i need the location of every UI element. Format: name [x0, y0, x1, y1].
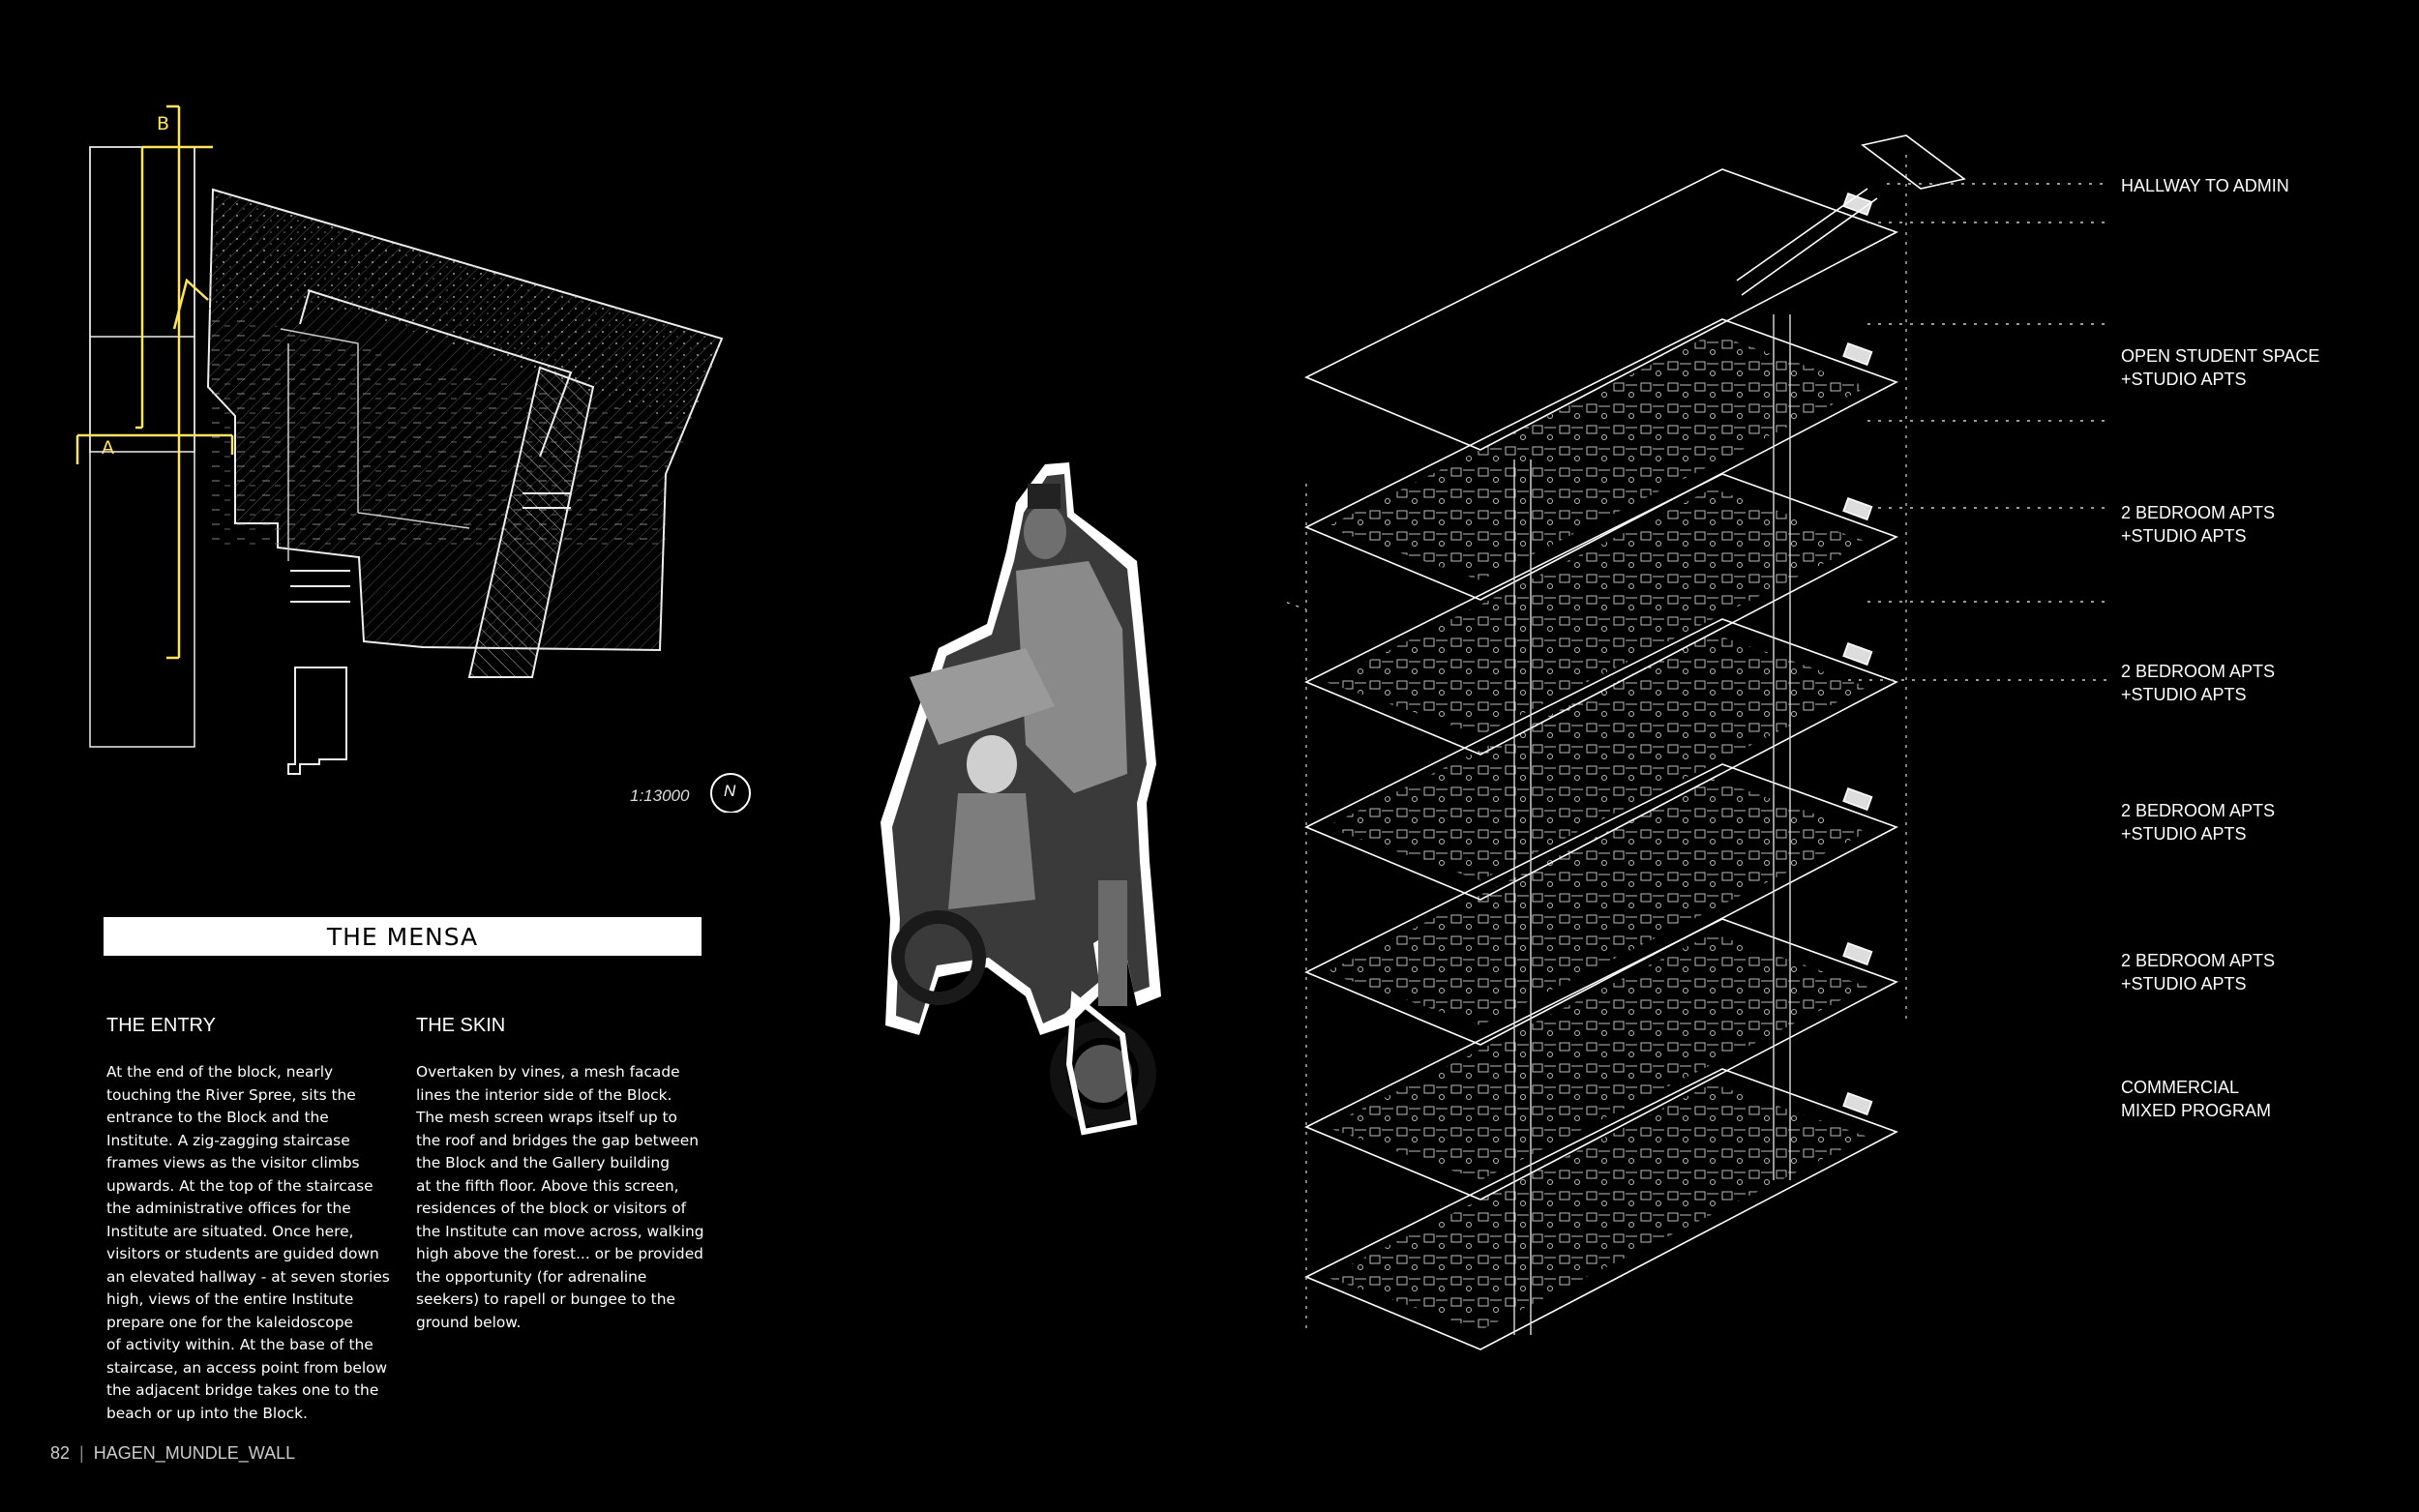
- floor-plan-rooms: [1326, 934, 1867, 1180]
- floor-plan-rooms: [1326, 779, 1867, 1025]
- stair-core-mark: [1842, 1091, 1873, 1116]
- skin-title: THE SKIN: [416, 1015, 506, 1036]
- entry-title: THE ENTRY: [106, 1015, 216, 1036]
- page-footer: 82|HAGEN_MUNDLE_WALL: [50, 1443, 296, 1463]
- stair-core-mark: [1842, 641, 1873, 667]
- section-title: THE MENSA: [104, 917, 702, 956]
- section-label-b: B: [157, 113, 170, 134]
- floor-slab: [1304, 763, 1898, 1046]
- floor-slab: [1304, 1068, 1898, 1350]
- page-number: 82: [50, 1443, 71, 1463]
- floor-plan-rooms: [1326, 489, 1867, 735]
- north-letter: N: [724, 782, 736, 800]
- project-name: HAGEN_MUNDLE_WALL: [93, 1443, 296, 1463]
- floor-label-level-5: 2 BEDROOM APTS +STUDIO APTS: [2121, 503, 2276, 546]
- floor-slab: [1304, 473, 1898, 756]
- stair-core-mark: [1842, 496, 1873, 521]
- building-footprint: [287, 667, 347, 775]
- stair-core-mark: [1842, 786, 1873, 812]
- floor-label-commercial: COMMERCIAL MIXED PROGRAM: [2121, 1078, 2272, 1120]
- floor-label-level-3: 2 BEDROOM APTS +STUDIO APTS: [2121, 801, 2276, 844]
- floor-slab: [1304, 168, 1898, 451]
- floor-label-level-4: 2 BEDROOM APTS +STUDIO APTS: [2121, 662, 2276, 704]
- floor-plan-rooms: [1326, 634, 1867, 880]
- stair-core-mark: [1842, 192, 1873, 217]
- plan-scale: 1:13000: [630, 786, 690, 805]
- floor-slab: [1304, 618, 1898, 901]
- person-with-stroller-image: [881, 462, 1161, 1136]
- zigzag-staircase: [467, 366, 595, 678]
- section-label-a: A: [102, 437, 114, 459]
- floor-slab: [1304, 918, 1898, 1201]
- skin-body: Overtaken by vines, a mesh facade lines …: [416, 1063, 704, 1331]
- north-symbol: [710, 773, 751, 813]
- entry-body: At the end of the block, nearly touching…: [106, 1063, 390, 1422]
- floor-slab: [1304, 318, 1898, 601]
- floor-plan-rooms: [1326, 1083, 1867, 1330]
- site-plan: [75, 104, 751, 813]
- floor-label-hallway: HALLWAY TO ADMIN: [2121, 176, 2289, 195]
- floor-label-open-student: OPEN STUDENT SPACE +STUDIO APTS: [2121, 346, 2320, 389]
- stair-core-mark: [1842, 941, 1873, 966]
- floor-plan-rooms: [1326, 334, 1867, 580]
- floor-label-level-2: 2 BEDROOM APTS +STUDIO APTS: [2121, 951, 2276, 993]
- stair-core-mark: [1842, 341, 1873, 367]
- dotted-zone: [208, 190, 722, 426]
- exploded-axonometric: [1287, 134, 2109, 1350]
